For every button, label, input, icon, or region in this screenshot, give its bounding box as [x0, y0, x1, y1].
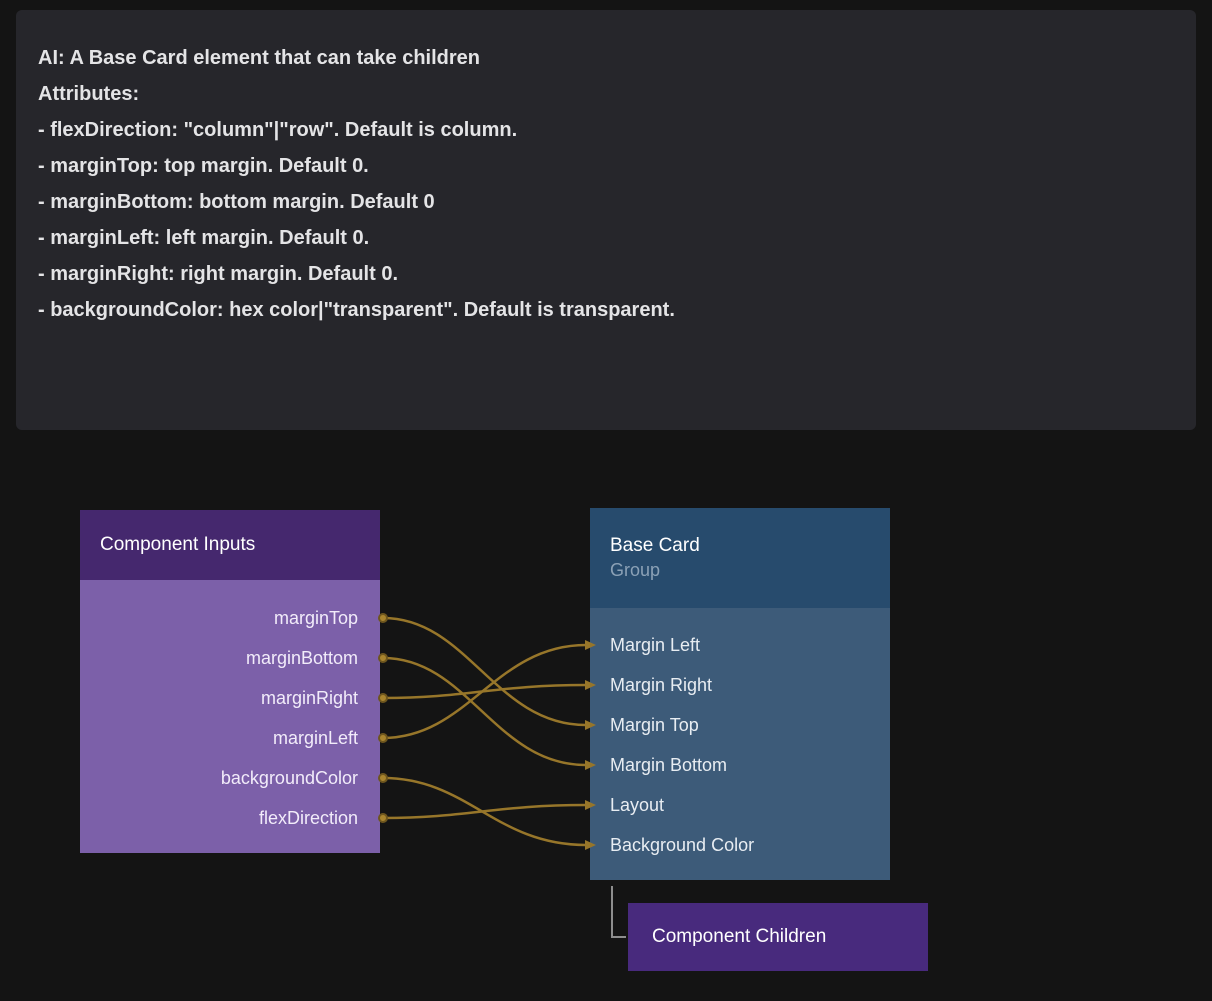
output-port-label: marginRight	[260, 687, 358, 708]
output-port-row: marginLeft	[80, 718, 388, 758]
output-port-row: marginTop	[80, 598, 388, 638]
component-inputs-node[interactable]: Component Inputs marginTop marginBottom …	[80, 510, 388, 853]
output-port-dot[interactable]	[378, 733, 388, 743]
input-port-row: Background Color	[590, 825, 890, 865]
prompt-line: - marginTop: top margin. Default 0.	[38, 155, 369, 177]
base-card-header: Base Card Group	[590, 508, 890, 608]
input-port-row: Margin Right	[590, 665, 890, 705]
component-children-node[interactable]: Component Children	[628, 903, 928, 971]
prompt-line: AI: A Base Card element that can take ch…	[38, 47, 480, 69]
edge-connection[interactable]	[382, 616, 596, 730]
prompt-line: - marginBottom: bottom margin. Default 0	[38, 191, 435, 213]
edge-connection[interactable]	[382, 776, 596, 850]
input-port-row: Margin Bottom	[590, 745, 890, 785]
edge-connection[interactable]	[382, 656, 596, 770]
input-port-row: Layout	[590, 785, 890, 825]
input-port-label: Layout	[610, 794, 665, 815]
base-card-subtitle: Group	[610, 560, 661, 580]
input-port-row: Margin Top	[590, 705, 890, 745]
output-port-row: marginRight	[80, 678, 388, 718]
input-port-label: Margin Top	[610, 714, 699, 735]
output-port-dot[interactable]	[378, 653, 388, 663]
input-port-row: Margin Left	[590, 625, 890, 665]
base-card-title: Base Card	[610, 535, 700, 556]
output-port-row: flexDirection	[80, 798, 388, 838]
output-port-dot[interactable]	[378, 613, 388, 623]
output-port-label: flexDirection	[258, 807, 358, 828]
output-port-dot[interactable]	[378, 693, 388, 703]
output-port-label: marginLeft	[272, 727, 358, 748]
edge-connection[interactable]	[382, 800, 596, 820]
input-port-label: Background Color	[610, 834, 755, 855]
output-port-dot[interactable]	[378, 773, 388, 783]
input-port-label: Margin Left	[610, 634, 701, 655]
input-port-label: Margin Right	[610, 674, 713, 695]
prompt-line: - marginRight: right margin. Default 0.	[38, 263, 399, 285]
input-port-label: Margin Bottom	[610, 754, 728, 775]
output-port-dot[interactable]	[378, 813, 388, 823]
prompt-line: - marginLeft: left margin. Default 0.	[38, 227, 370, 249]
edge-connection[interactable]	[382, 680, 596, 700]
component-children-title: Component Children	[652, 926, 827, 947]
edge-connection[interactable]	[382, 640, 596, 740]
output-port-label: marginBottom	[245, 647, 358, 668]
prompt-line: - backgroundColor: hex color|"transparen…	[38, 299, 675, 321]
output-port-label: marginTop	[273, 607, 358, 628]
prompt-panel[interactable]: AI: A Base Card element that can take ch…	[16, 10, 1196, 430]
prompt-line: - flexDirection: "column"|"row". Default…	[38, 119, 518, 141]
prompt-line: Attributes:	[38, 83, 140, 105]
component-inputs-header: Component Inputs	[80, 510, 380, 580]
output-port-row: backgroundColor	[80, 758, 388, 798]
component-inputs-title: Component Inputs	[100, 534, 256, 555]
output-port-row: marginBottom	[80, 638, 388, 678]
output-port-label: backgroundColor	[220, 767, 358, 788]
base-card-node[interactable]: Base Card Group Margin Left Margin Right…	[590, 508, 890, 880]
child-connector-line	[611, 886, 626, 938]
base-card-body: Margin Left Margin Right Margin Top Marg…	[590, 608, 890, 865]
component-inputs-body: marginTop marginBottom marginRight margi…	[80, 580, 388, 838]
